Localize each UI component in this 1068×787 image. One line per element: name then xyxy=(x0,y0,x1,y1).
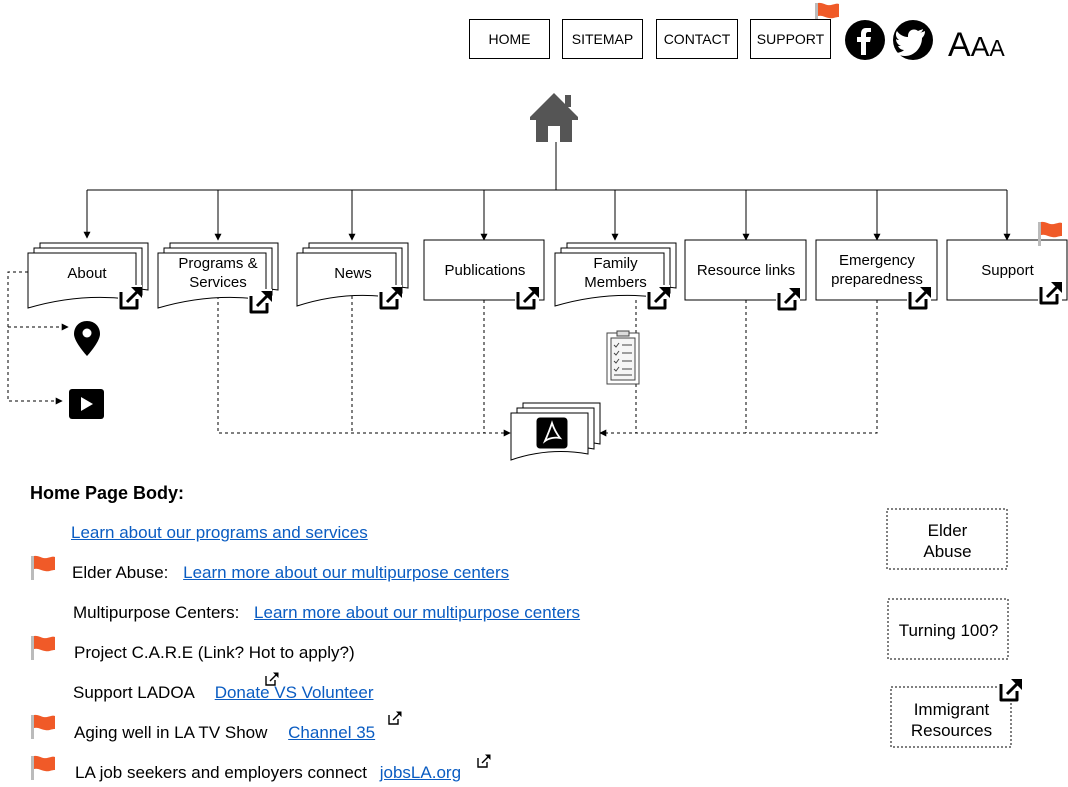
body-row: Support LADOA Donate VS Volunteer xyxy=(73,683,373,703)
sidebar-immigrant-label: Immigrant Resources xyxy=(910,700,993,740)
support-button[interactable]: SUPPORT xyxy=(750,19,831,59)
elder-abuse-link[interactable]: Learn more about our multipurpose center… xyxy=(183,563,510,582)
sidebar-box-turning[interactable] xyxy=(887,598,1009,660)
sitemap-button[interactable]: SITEMAP xyxy=(562,19,643,59)
node-support-label: Support xyxy=(981,261,1034,279)
text-size-medium[interactable]: A xyxy=(970,31,990,62)
node-programs[interactable] xyxy=(157,242,279,309)
external-link-icon[interactable] xyxy=(477,753,492,768)
body-row: Elder Abuse: Learn more about our multip… xyxy=(72,563,509,583)
programs-link[interactable]: Learn about our programs and services xyxy=(71,523,368,542)
pdf-icon xyxy=(510,402,601,461)
node-family[interactable] xyxy=(554,242,677,307)
row-label: Support LADOA xyxy=(73,683,194,702)
node-news[interactable] xyxy=(296,242,409,307)
home-button[interactable]: HOME xyxy=(469,19,550,59)
text-size-large[interactable]: A xyxy=(948,26,971,64)
twitter-icon[interactable] xyxy=(893,20,933,60)
video-play-icon[interactable] xyxy=(69,389,104,419)
node-family-label: Family Members xyxy=(584,255,647,291)
body-row: Project C.A.R.E (Link? Hot to apply?) xyxy=(74,643,355,663)
flag-icon xyxy=(31,755,55,780)
row-label: Multipurpose Centers: xyxy=(73,603,240,622)
dashed-connectors xyxy=(7,271,878,437)
node-programs-label: Programs & Services xyxy=(178,255,258,291)
row-label: Elder Abuse: xyxy=(72,563,169,582)
node-about[interactable] xyxy=(27,242,149,309)
body-row: Aging well in LA TV Show Channel 35 xyxy=(74,723,375,743)
sidebar-box-immigrant[interactable] xyxy=(890,686,1012,748)
body-title: Home Page Body: xyxy=(30,483,185,503)
body-row: Multipurpose Centers: Learn more about o… xyxy=(73,603,580,623)
tree-connectors xyxy=(83,142,1011,241)
multipurpose-link[interactable]: Learn more about our multipurpose center… xyxy=(254,603,581,622)
node-about-label: About xyxy=(67,264,107,282)
flag-icon xyxy=(31,714,55,739)
row-label: LA job seekers and employers connect xyxy=(75,763,368,782)
node-news-label: News xyxy=(334,264,372,282)
node-publications-label: Publications xyxy=(444,261,526,279)
flag-icon xyxy=(31,635,55,660)
body-row: Learn about our programs and services xyxy=(71,523,368,543)
home-icon[interactable] xyxy=(530,93,578,142)
node-resources-label: Resource links xyxy=(696,261,796,279)
text-size-control[interactable]: AAA xyxy=(948,26,1005,65)
contact-button[interactable]: CONTACT xyxy=(656,19,738,59)
sidebar-elder-label: Elder Abuse xyxy=(923,521,972,561)
body-row: LA job seekers and employers connect job… xyxy=(75,763,461,783)
jobsla-link[interactable]: jobsLA.org xyxy=(379,763,462,782)
external-link-icon[interactable] xyxy=(388,710,403,725)
flag-icon xyxy=(31,555,55,580)
map-pin-icon[interactable] xyxy=(74,321,100,356)
checklist-icon xyxy=(606,330,640,385)
facebook-icon[interactable] xyxy=(845,20,885,60)
channel-link[interactable]: Channel 35 xyxy=(288,723,376,742)
donate-link[interactable]: Donate VS Volunteer xyxy=(214,683,374,702)
node-emergency-label: Emergency preparedness xyxy=(831,252,923,288)
sidebar-box-elder[interactable] xyxy=(886,508,1008,570)
sidebar-turning-label: Turning 100? xyxy=(898,620,999,640)
text-size-small[interactable]: A xyxy=(989,35,1005,61)
row-label: Aging well in LA TV Show xyxy=(74,723,268,742)
row-label: Project C.A.R.E (Link? Hot to apply?) xyxy=(74,643,355,662)
